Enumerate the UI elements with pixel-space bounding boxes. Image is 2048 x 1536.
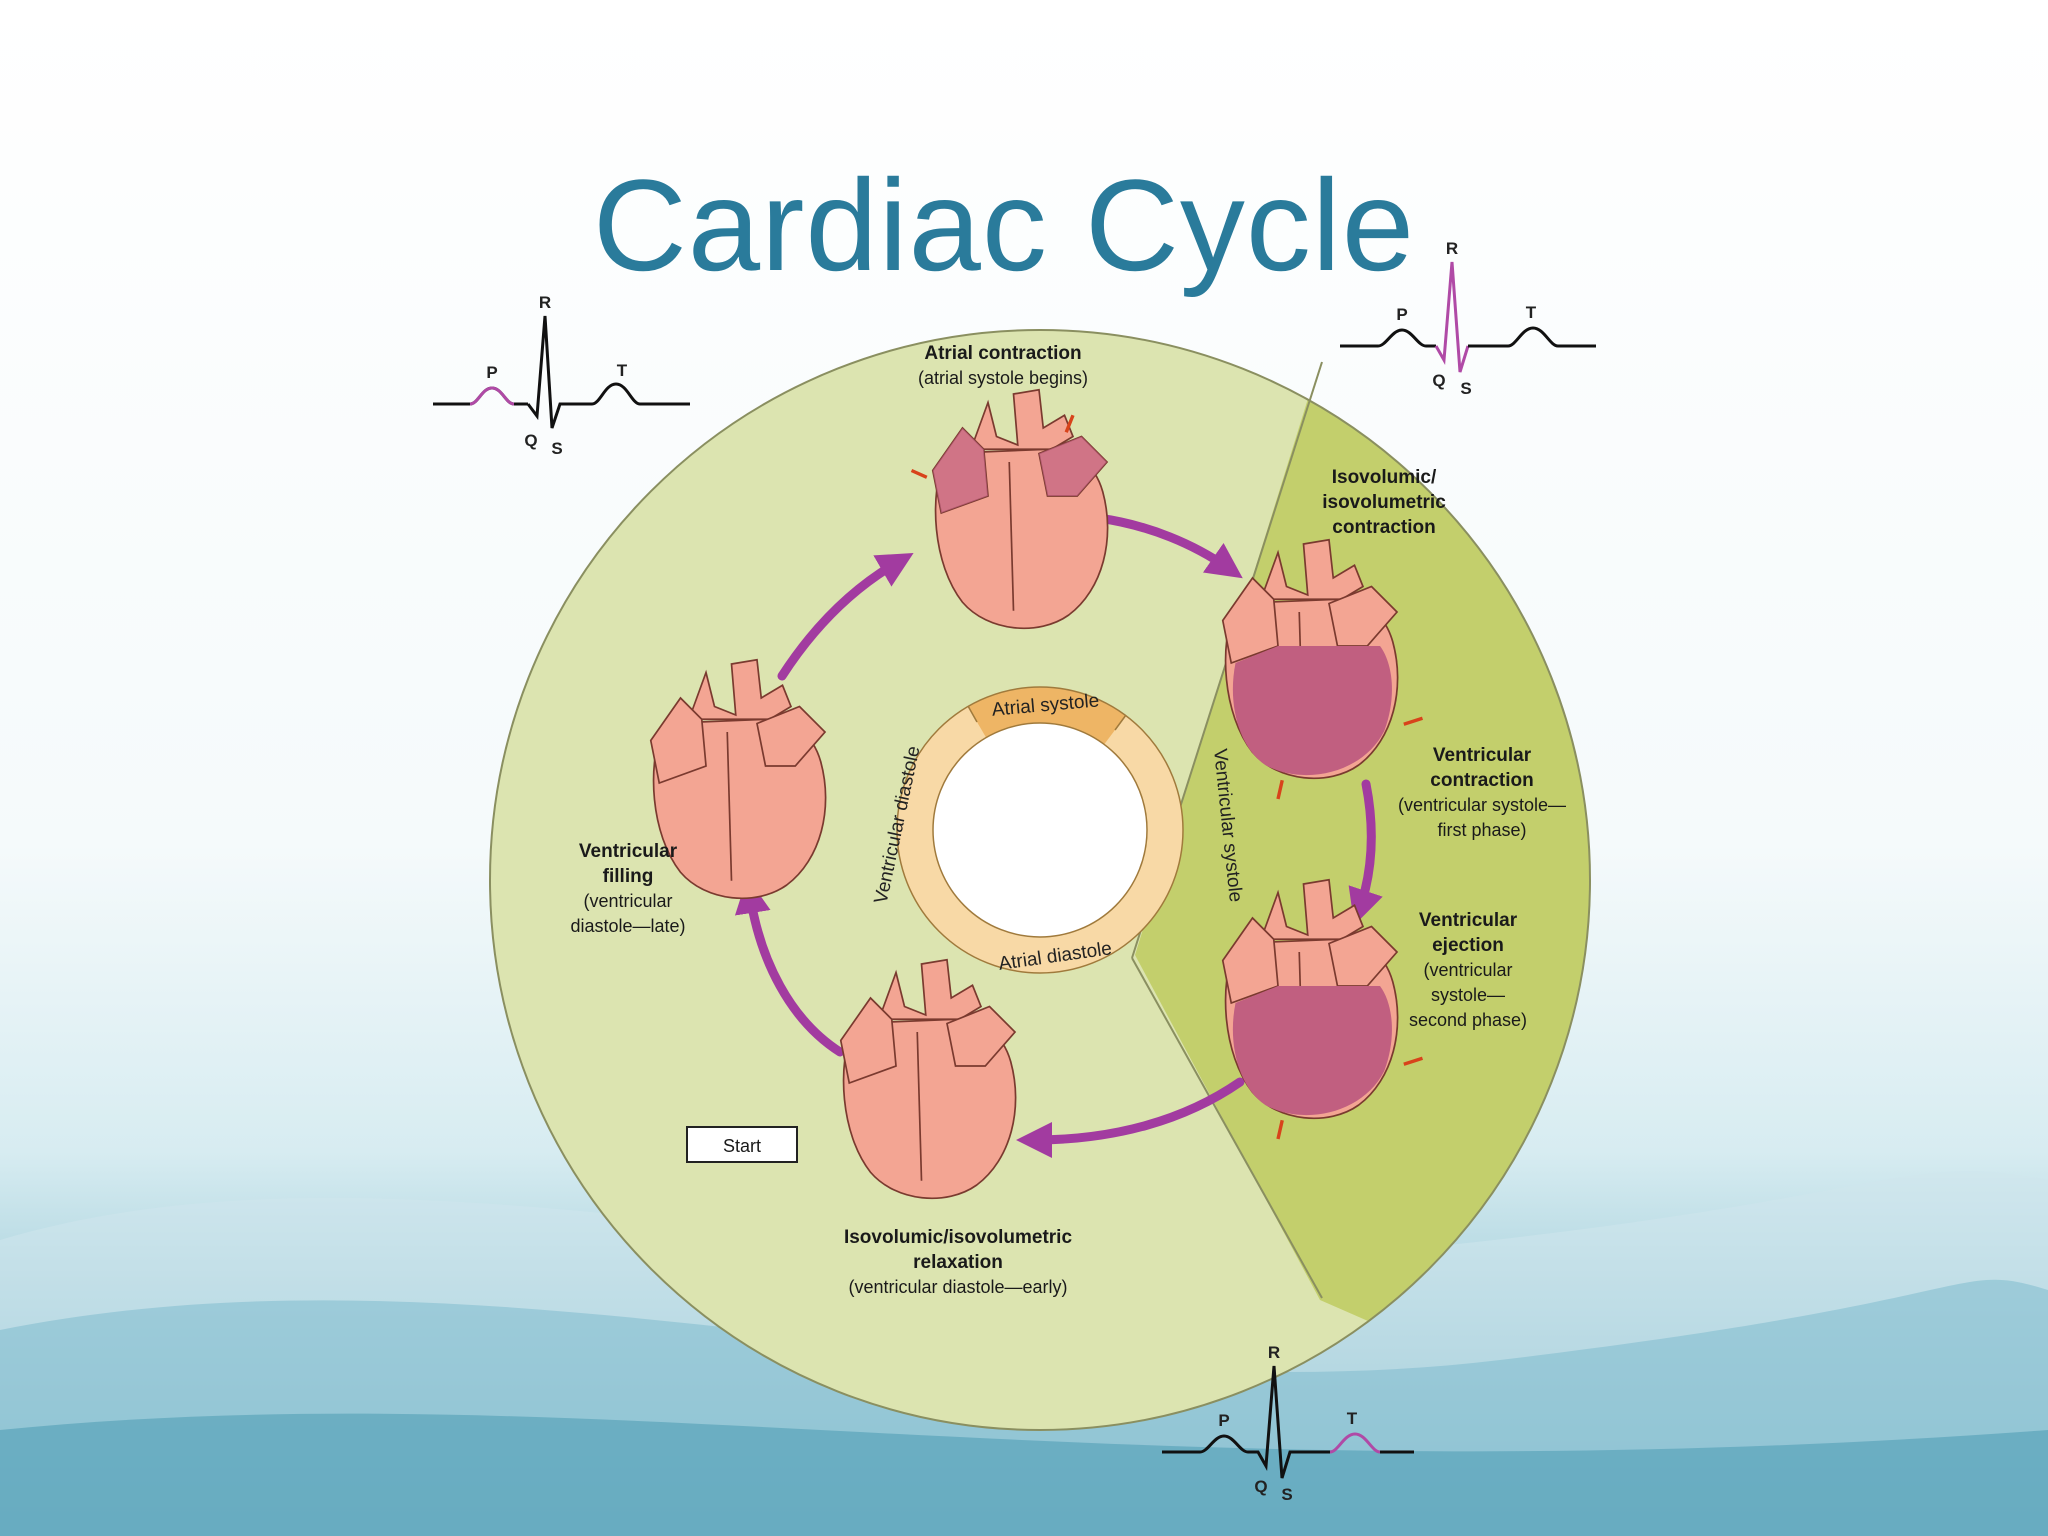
svg-text:diastole—late): diastole—late) bbox=[570, 916, 685, 936]
page-title: Cardiac Cycle bbox=[592, 152, 1416, 298]
arrow-to-ventricular-filling bbox=[734, 877, 845, 1057]
svg-text:contraction: contraction bbox=[1332, 517, 1435, 538]
svg-text:T: T bbox=[1347, 1409, 1358, 1428]
svg-text:Start: Start bbox=[723, 1136, 761, 1156]
label-isovolumic-relaxation: Isovolumic/isovolumetric relaxation (ven… bbox=[844, 1227, 1072, 1297]
svg-text:ejection: ejection bbox=[1432, 935, 1504, 956]
label-ventricular-ejection: Ventricular ejection (ventricular systol… bbox=[1409, 910, 1527, 1030]
svg-text:R: R bbox=[1268, 1343, 1280, 1362]
svg-text:Ventricular: Ventricular bbox=[1433, 745, 1532, 766]
svg-text:systole—: systole— bbox=[1431, 985, 1505, 1005]
svg-text:R: R bbox=[539, 293, 551, 312]
arrow-to-isovolumic-contraction bbox=[1093, 513, 1243, 579]
atrial-systole-band bbox=[967, 686, 1126, 745]
disc-outline bbox=[489, 329, 1591, 1431]
ecg-trace-atrial: P R Q S T bbox=[433, 293, 690, 458]
start-marker: Start bbox=[686, 1126, 798, 1163]
wave-decoration bbox=[0, 1413, 2048, 1536]
svg-text:(atrial systole begins): (atrial systole begins) bbox=[918, 368, 1088, 388]
svg-text:Q: Q bbox=[1432, 371, 1445, 390]
cycle-arrows bbox=[734, 513, 1383, 1158]
svg-text:(ventricular: (ventricular bbox=[583, 891, 672, 911]
svg-text:Ventricular: Ventricular bbox=[579, 841, 678, 862]
arrow-to-atrial-contraction bbox=[777, 552, 914, 681]
svg-text:P: P bbox=[486, 363, 497, 382]
svg-text:contraction: contraction bbox=[1430, 770, 1533, 791]
svg-text:Isovolumic/: Isovolumic/ bbox=[1332, 467, 1437, 488]
ecg-trace-relaxation: P R Q S T bbox=[1162, 1343, 1414, 1504]
heart-isovolumic-contraction bbox=[1221, 538, 1424, 800]
svg-text:isovolumetric: isovolumetric bbox=[1322, 492, 1446, 513]
arrow-to-isovolumic-relaxation bbox=[1016, 1077, 1245, 1158]
arrow-to-ventricular-ejection bbox=[1348, 779, 1383, 926]
svg-text:(ventricular diastole—early): (ventricular diastole—early) bbox=[848, 1277, 1067, 1297]
svg-text:(ventricular systole—: (ventricular systole— bbox=[1398, 795, 1566, 815]
svg-text:Q: Q bbox=[1254, 1477, 1267, 1496]
svg-text:T: T bbox=[617, 361, 628, 380]
ecg-trace-ventricular: P R Q S T bbox=[1340, 239, 1596, 398]
svg-text:(ventricular: (ventricular bbox=[1423, 960, 1512, 980]
svg-text:filling: filling bbox=[603, 866, 654, 887]
svg-text:R: R bbox=[1446, 239, 1458, 258]
label-isovolumic-contraction: Isovolumic/ isovolumetric contraction bbox=[1322, 467, 1446, 538]
svg-text:Isovolumic/isovolumetric: Isovolumic/isovolumetric bbox=[844, 1227, 1072, 1248]
svg-text:second phase): second phase) bbox=[1409, 1010, 1527, 1030]
svg-text:S: S bbox=[551, 439, 562, 458]
svg-text:S: S bbox=[1281, 1485, 1292, 1504]
svg-text:Atrial contraction: Atrial contraction bbox=[924, 343, 1081, 364]
svg-text:Ventricular: Ventricular bbox=[1419, 910, 1518, 931]
svg-text:P: P bbox=[1396, 305, 1407, 324]
svg-text:T: T bbox=[1526, 303, 1537, 322]
svg-text:P: P bbox=[1218, 1411, 1229, 1430]
heart-ventricular-ejection bbox=[1221, 878, 1424, 1140]
label-atrial-contraction: Atrial contraction (atrial systole begin… bbox=[918, 343, 1088, 388]
svg-text:relaxation: relaxation bbox=[913, 1252, 1003, 1273]
svg-text:Q: Q bbox=[524, 431, 537, 450]
systole-divider bbox=[1131, 957, 1323, 1299]
heart-atrial-contraction bbox=[910, 388, 1109, 630]
label-ventricular-contraction: Ventricular contraction (ventricular sys… bbox=[1398, 745, 1566, 840]
svg-text:first phase): first phase) bbox=[1437, 820, 1526, 840]
svg-text:S: S bbox=[1460, 379, 1471, 398]
label-ventricular-filling: Ventricular filling (ventricular diastol… bbox=[570, 841, 685, 936]
